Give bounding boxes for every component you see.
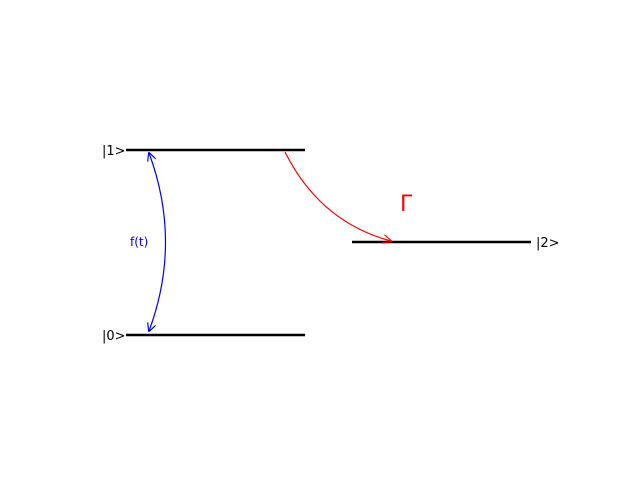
drive-transition-arrow — [149, 153, 167, 331]
decay-rate-label: Γ — [400, 192, 413, 217]
decay-transition-arrow — [284, 151, 391, 241]
drive-label: f(t) — [130, 235, 148, 249]
level-1-label: |1> — [102, 144, 126, 159]
level-0-label: |0> — [102, 329, 126, 344]
level-2-label: |2> — [536, 236, 560, 251]
